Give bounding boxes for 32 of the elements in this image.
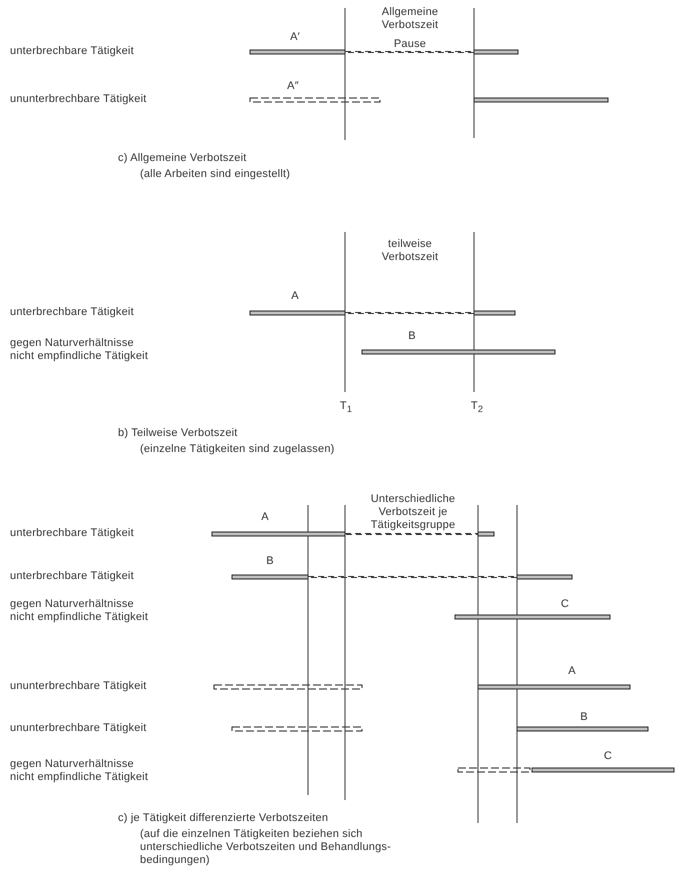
row-label: unterbrechbare Tätigkeit	[10, 306, 135, 319]
row-label: ununterbrechbare Tätigkeit	[10, 93, 148, 106]
row-label: ununterbrechbare Tätigkeit	[10, 680, 148, 693]
row-label: ununterbrechbare Tätigkeit	[10, 722, 148, 735]
bar-letter: A	[290, 290, 300, 303]
row-label: gegen Naturverhältnisse nicht empfindliche Tätigkeit	[10, 758, 150, 784]
period-heading: Unterschiedliche Verbotszeit je Tätigkeitsgruppe	[370, 493, 456, 532]
bar-letter: C	[560, 598, 570, 611]
period-heading: Pause	[392, 38, 428, 51]
bar-letter: B	[579, 711, 589, 724]
row-label: unterbrechbare Tätigkeit	[10, 570, 135, 583]
row-label: unterbrechbare Tätigkeit	[10, 45, 135, 58]
row-label: gegen Naturverhältnisse nicht empfindliche Tätigkeit	[10, 337, 150, 363]
period-heading: teilweise Verbotszeit	[380, 238, 440, 264]
bar-letter: C	[602, 750, 614, 763]
caption: (auf die einzelnen Tätigkeiten beziehen sich unterschiedliche Verbotszeiten und Behandlungs- bedingungen)	[140, 828, 392, 867]
caption: (alle Arbeiten sind eingestellt)	[140, 168, 292, 181]
row-label: gegen Naturverhältnisse nicht empfindliche Tätigkeit	[10, 598, 150, 624]
bar-letter: A	[567, 665, 577, 678]
period-heading: Allgemeine Verbotszeit	[380, 6, 440, 32]
bar-letter: A″	[286, 80, 300, 93]
time-label: T$_{1}$	[338, 400, 354, 416]
bar-letter: A′	[289, 31, 301, 44]
caption: (einzelne Tätigkeiten sind zugelassen)	[140, 443, 336, 456]
row-label: unterbrechbare Tätigkeit	[10, 527, 135, 540]
caption: b) Teilweise Verbotszeit	[118, 427, 239, 440]
caption: c) Allgemeine Verbotszeit	[118, 152, 248, 165]
bar-letter: B	[265, 555, 275, 568]
time-label: T$_{2}$	[470, 400, 484, 416]
bar-letter: A	[260, 511, 270, 524]
caption: c) je Tätigkeit differenzierte Verbotszeiten	[118, 812, 330, 825]
bar-letter: B	[407, 330, 417, 343]
